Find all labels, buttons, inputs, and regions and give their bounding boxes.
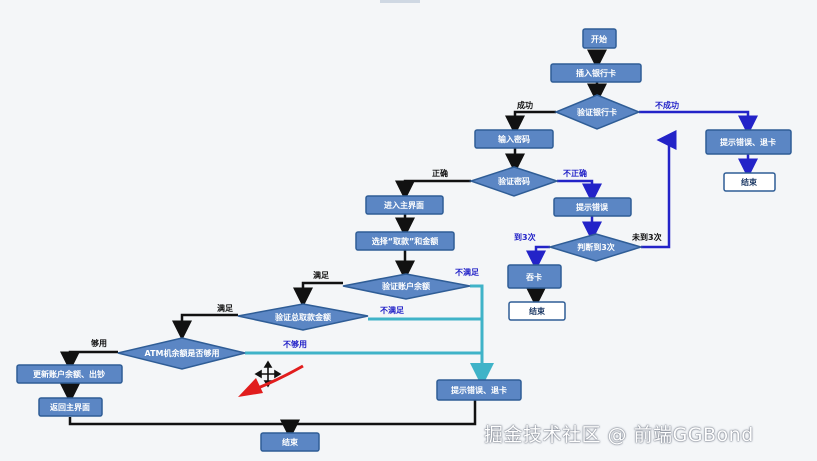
svg-text:输入密码: 输入密码 (498, 134, 530, 144)
node-verify-password: 验证密码 (468, 166, 560, 197)
node-verify-total: 验证总取款金额 (237, 303, 369, 331)
svg-text:结束: 结束 (529, 306, 546, 316)
edges-black (60, 49, 607, 440)
edge-back-end (68, 417, 300, 440)
node-card-error: 提示错误、退卡 (705, 129, 792, 155)
svg-text:验证密码: 验证密码 (498, 176, 530, 186)
node-back-main: 返回主界面 (38, 397, 103, 417)
node-insert-card: 插入银行卡 (550, 63, 642, 83)
label-reach3: 到3次 (514, 232, 536, 242)
edge-balance-error (470, 284, 494, 387)
label-not-enough: 不够用 (283, 339, 307, 349)
top-fragment (380, 0, 420, 3)
svg-text:提示错误、退卡: 提示错误、退卡 (720, 137, 776, 147)
edge-verifypwd-error (557, 179, 602, 204)
edge-balance-total (293, 281, 343, 308)
edge-judge-swallow (526, 245, 550, 271)
node-end-card: 结束 (723, 172, 776, 192)
node-start: 开始 (582, 28, 617, 49)
svg-text:进入主界面: 进入主界面 (384, 200, 424, 210)
svg-text:结束: 结束 (741, 177, 758, 187)
node-atm-balance-check: ATM机余额是否够用 (117, 337, 246, 370)
label-fail: 不成功 (655, 100, 679, 110)
svg-text:判断到3次: 判断到3次 (577, 242, 615, 252)
watermark: 掘金技术社区 @ 前端GGBond (484, 424, 754, 446)
svg-text:验证银行卡: 验证银行卡 (577, 107, 617, 117)
node-judge-3-times: 判断到3次 (547, 233, 644, 262)
svg-text:更新账户余额、出钞: 更新账户余额、出钞 (33, 369, 105, 379)
edge-error-end (290, 394, 477, 426)
edge-verify-cardfail (639, 110, 758, 136)
label-incorrect: 不正确 (563, 168, 587, 178)
edges-teal (245, 284, 494, 387)
edge-atm-update (60, 350, 118, 372)
edge-verify-enter (505, 110, 556, 136)
svg-text:提示错误、退卡: 提示错误、退卡 (451, 385, 507, 395)
node-choose-withdraw: 选择“取款”和金额 (355, 231, 455, 251)
edge-judge-retry (641, 130, 677, 249)
label-satisfy-2: 满足 (217, 303, 234, 313)
label-satisfy-1: 满足 (313, 270, 330, 280)
svg-text:ATM机余额是否够用: ATM机余额是否够用 (145, 348, 220, 358)
node-end-final: 结束 (260, 432, 320, 452)
label-correct: 正确 (432, 168, 448, 178)
label-success: 成功 (517, 100, 533, 110)
label-not-satisfy-1: 不满足 (455, 267, 480, 277)
svg-text:返回主界面: 返回主界面 (50, 402, 90, 412)
edge-total-atm (172, 313, 238, 341)
red-pointer-arrow-icon (238, 364, 304, 397)
svg-text:验证总取款金额: 验证总取款金额 (275, 312, 331, 322)
node-password-error: 提示错误 (553, 197, 632, 217)
svg-text:提示错误: 提示错误 (576, 202, 609, 212)
node-error-eject: 提示错误、退卡 (436, 379, 522, 401)
node-end-swallow: 结束 (508, 301, 566, 321)
node-update-balance: 更新账户余额、出钞 (16, 364, 123, 384)
svg-text:开始: 开始 (591, 34, 607, 44)
node-main-menu: 进入主界面 (365, 195, 444, 215)
svg-text:结束: 结束 (282, 437, 299, 447)
node-verify-balance: 验证账户余额 (342, 273, 471, 300)
node-verify-card: 验证银行卡 (554, 94, 641, 130)
edges-blue (526, 110, 758, 271)
svg-text:验证账户余额: 验证账户余额 (382, 281, 430, 291)
label-not-satisfy-2: 不满足 (380, 305, 405, 315)
edge-verifypwd-main (395, 179, 471, 201)
svg-text:插入银行卡: 插入银行卡 (576, 68, 616, 78)
node-swallow-card: 吞卡 (507, 264, 562, 289)
svg-text:选择“取款”和金额: 选择“取款”和金额 (372, 236, 439, 246)
label-not3: 未到3次 (631, 232, 662, 242)
svg-text:吞卡: 吞卡 (526, 272, 542, 282)
node-enter-password: 输入密码 (474, 129, 554, 149)
label-enough: 够用 (90, 338, 107, 348)
